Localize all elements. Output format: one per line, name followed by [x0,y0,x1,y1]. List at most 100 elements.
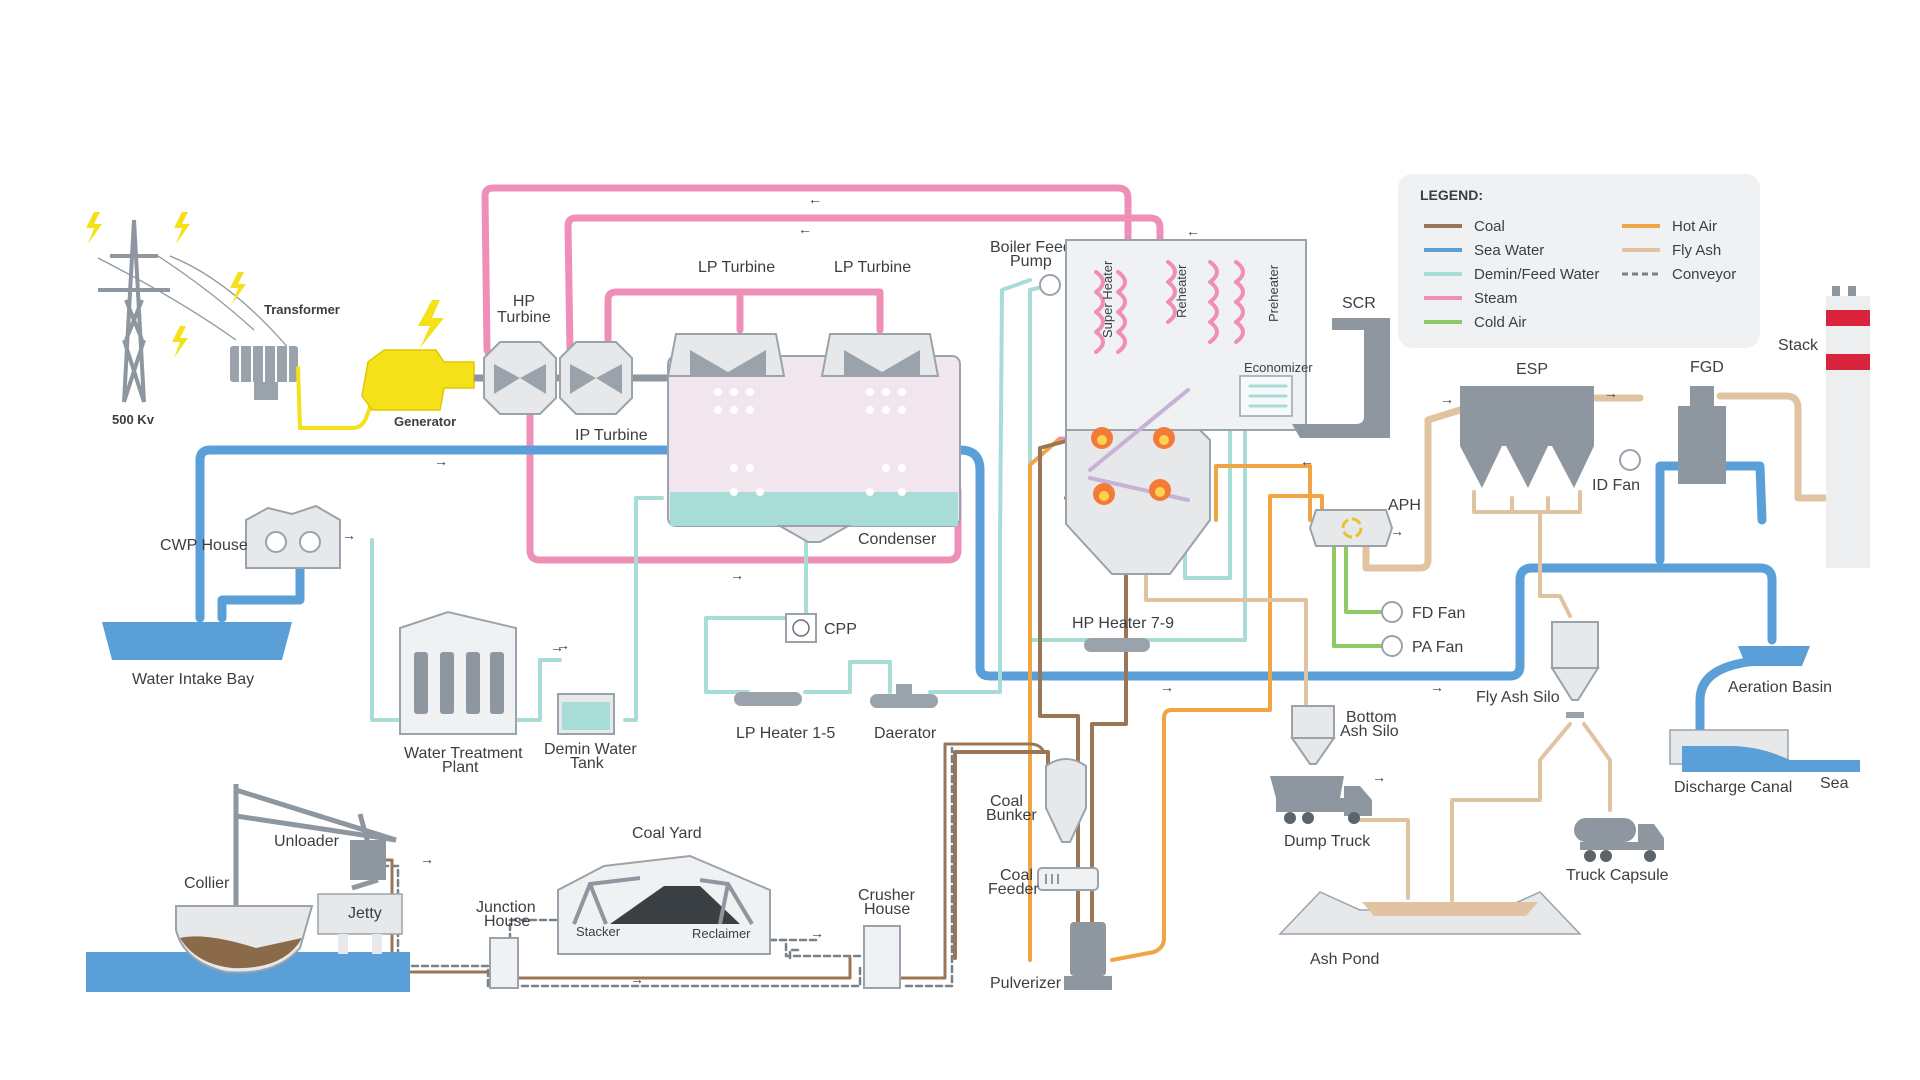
treatment-column [414,652,428,714]
discharge-canal [1669,729,1860,772]
water-intake-bay [102,622,292,660]
arrow-icon: → [810,925,824,941]
jetty-pile [372,934,382,954]
stack-band-1 [1826,310,1870,326]
cwp-house [245,504,341,569]
label-stack: Stack [1778,337,1819,354]
lp-turbine-1-rotor [690,350,766,376]
unloader-tower [350,840,386,880]
arrow-icon: → [1430,679,1444,695]
hp-heater [1084,638,1150,652]
water-treatment-plant [399,610,517,735]
legend-label: Conveyor [1672,266,1736,283]
label-coal-feeder-2: Feeder [988,881,1039,898]
truck-capsule-wheel [1600,850,1612,862]
coal-pile [610,886,740,924]
label-ip-turbine: IP Turbine [575,427,648,444]
lightning-icon [172,326,188,358]
hot-air-pipe-aph-pulverizer [1110,494,1324,962]
discharge-canal-water [1682,746,1860,772]
bottom-ash-silo [1290,705,1336,765]
truck-capsule-cab [1638,824,1664,850]
arrow-icon: → [1604,385,1618,401]
feed-water-pipe-lp-heater [803,660,892,694]
lightning-icon [230,272,246,304]
label-hp-turbine-line2: Turbine [497,309,551,326]
demin-water-tank [557,693,615,735]
fly-ash-silo [1550,621,1600,718]
fly-ash-silo-cone [1550,667,1600,701]
label-bottom-ash-1: Bottom [1346,709,1397,726]
lightning-icons [86,212,444,358]
fly-ash-silo-body [1551,621,1599,669]
stacker-arm [572,876,641,925]
label-aeration-basin: Aeration Basin [1728,679,1832,696]
cwp-pump-icon [299,531,321,553]
tower-frame [98,219,170,403]
boiler [1065,239,1307,575]
dump-truck-bed [1270,776,1344,798]
legend-label: Cold Air [1474,314,1527,331]
arrow-icon: → [550,639,564,655]
stack-cap [1848,286,1856,296]
daerator-dome [896,684,912,696]
cold-air-pipe-fd [1344,538,1382,614]
cwp-house-building [245,504,341,569]
feed-water-pipe-cpp [704,538,808,694]
junction-house [489,937,519,989]
collier [175,905,314,974]
boiler-diagonal-tubes [1088,388,1190,502]
legend-label: Demin/Feed Water [1474,266,1599,283]
economizer-coil [1248,384,1288,408]
dump-truck-cab [1344,786,1372,816]
label-scr: SCR [1342,295,1376,312]
fgd-top [1690,386,1714,408]
boiler-lower [1065,429,1211,575]
lp-turbine-2-rotor [844,350,920,376]
boiler-feed-pump-icon [1039,274,1061,296]
coal-pipe-conveyor [953,750,1050,960]
id-fan-icon [1619,449,1641,471]
label-junction-1: Junction [476,899,536,916]
arrow-icon: → [1440,391,1454,407]
label-coal-yard: Coal Yard [632,825,702,842]
label-water-treatment-1: Water Treatment [404,745,523,762]
arrow-icon: → [1160,679,1174,695]
dump-truck-chassis [1276,798,1348,812]
coal-feeder-body [1037,867,1099,891]
aph-rotate-icon [1341,517,1363,539]
label-reclaimer: Reclaimer [692,926,751,941]
label-lp-heater: LP Heater 1-5 [736,725,835,742]
label-truck-capsule: Truck Capsule [1566,867,1669,884]
conveyor-yard-loop [788,948,802,960]
steam-pipe-condenser-return [526,396,962,564]
label-lp-turbine-1: LP Turbine [698,259,775,276]
hot-air-pipe-aph-boiler [1214,464,1312,522]
label-pulverizer: Pulverizer [990,975,1062,992]
ip-turbine-rotor [570,364,622,394]
truck-capsule [1574,818,1664,862]
label-junction-2: House [484,913,530,930]
steam-pipe-lp-header [604,288,884,352]
conveyor-crusher-bunker [904,746,954,988]
label-ash-pond: Ash Pond [1310,951,1379,968]
arrow-icon: ← [1300,453,1314,469]
arrow-icon: ← [798,221,812,237]
sea-water-pipe-main [195,445,1777,681]
legend-label: Coal [1474,218,1505,235]
label-stacker: Stacker [576,924,621,939]
stack [1826,286,1870,568]
legend-label: Fly Ash [1672,242,1721,259]
power-lines [97,255,291,351]
coal-belt-crusher-bunker [898,742,1046,980]
legend-label: Sea Water [1474,242,1544,259]
dump-truck-wheel [1302,812,1314,824]
power-cable-yellow [296,366,374,430]
label-coal-bunker-1: Coal [990,793,1023,810]
label-boiler-feed-pump-1: Boiler Feed [990,239,1072,256]
truck-capsule-tank [1574,818,1636,842]
coal-yard [557,854,771,955]
jetty-deck [317,893,403,935]
